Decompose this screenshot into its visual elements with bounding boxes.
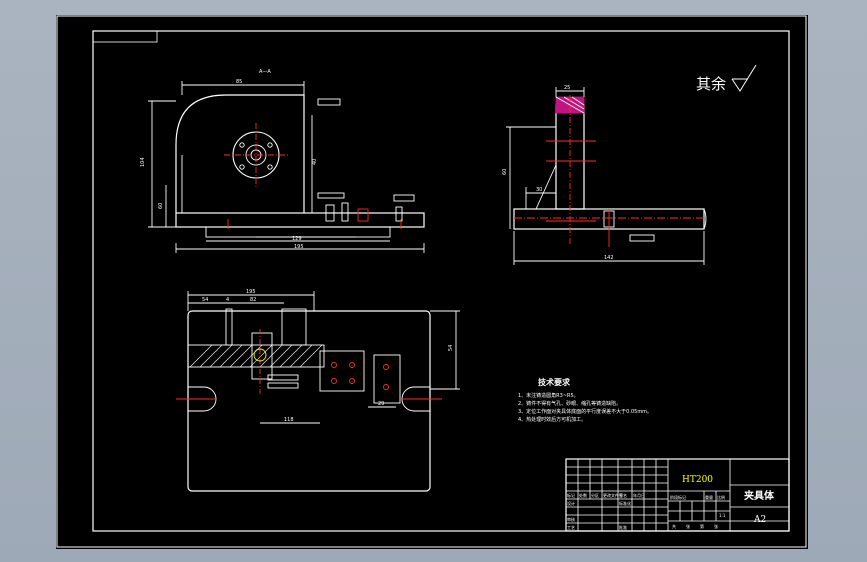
top-view-dims: 195 54 4 82 118 29 54 bbox=[202, 289, 454, 423]
svg-text:54: 54 bbox=[202, 297, 208, 303]
svg-text:142: 142 bbox=[604, 255, 614, 261]
svg-text:195: 195 bbox=[246, 289, 256, 295]
svg-text:25: 25 bbox=[564, 85, 570, 91]
tech-req-2: 2、铸件不得有气孔、砂眼、缩孔等铸造缺陷。 bbox=[518, 400, 621, 407]
front-view-dims: 85 104 60 40 129 195 bbox=[140, 79, 318, 250]
roughness-text: 其余 bbox=[696, 75, 726, 93]
svg-text:年月日: 年月日 bbox=[633, 492, 645, 498]
svg-text:60: 60 bbox=[502, 169, 508, 175]
front-view: A—A bbox=[148, 69, 425, 253]
section-label: A—A bbox=[259, 69, 271, 75]
svg-text:比例: 比例 bbox=[717, 494, 725, 500]
tech-req-1: 1、未注铸造圆角R3~R5。 bbox=[518, 392, 579, 399]
svg-text:4: 4 bbox=[226, 297, 229, 303]
svg-text:60: 60 bbox=[158, 203, 164, 209]
top-view bbox=[176, 291, 460, 492]
title-block bbox=[565, 458, 790, 532]
drawing-svg: 其余 A—A bbox=[56, 15, 807, 548]
technical-requirements: 技术要求 1、未注铸造圆角R3~R5。 2、铸件不得有气孔、砂眼、缩孔等铸造缺陷… bbox=[518, 377, 652, 423]
svg-text:195: 195 bbox=[294, 244, 304, 250]
svg-text:共: 共 bbox=[672, 523, 676, 529]
svg-text:第: 第 bbox=[700, 523, 704, 529]
svg-text:标准化: 标准化 bbox=[619, 500, 631, 506]
sheet-size: A2 bbox=[753, 515, 766, 525]
tech-req-4: 4、热处理时效后方可机加工。 bbox=[518, 416, 586, 423]
roughness-note: 其余 bbox=[696, 64, 757, 93]
svg-text:30: 30 bbox=[536, 187, 542, 193]
side-view-dims: 25 60 30 142 bbox=[502, 85, 614, 261]
svg-text:处数: 处数 bbox=[579, 492, 587, 498]
part-name: 夹具体 bbox=[744, 489, 775, 502]
svg-text:54: 54 bbox=[448, 345, 454, 351]
svg-text:分区: 分区 bbox=[591, 492, 599, 498]
svg-text:40: 40 bbox=[312, 159, 318, 165]
svg-text:129: 129 bbox=[292, 236, 302, 242]
svg-text:标记: 标记 bbox=[567, 492, 575, 498]
svg-text:85: 85 bbox=[236, 79, 242, 85]
svg-text:重量: 重量 bbox=[705, 494, 713, 500]
outer-frame bbox=[56, 15, 807, 548]
svg-text:设计: 设计 bbox=[567, 500, 575, 506]
svg-text:阶段标记: 阶段标记 bbox=[670, 494, 686, 500]
svg-text:82: 82 bbox=[250, 297, 256, 303]
tech-req-3: 3、定位工作面对夹具体底面的平行度误差不大于0.05mm。 bbox=[518, 408, 652, 415]
svg-text:张: 张 bbox=[714, 523, 718, 529]
inner-frame bbox=[92, 30, 790, 532]
svg-text:批准: 批准 bbox=[619, 524, 627, 530]
svg-text:工艺: 工艺 bbox=[567, 525, 575, 530]
svg-text:张: 张 bbox=[686, 523, 690, 529]
title-block-text: HT200 夹具体 A2 1:1 标记 处数 分区 更改文件号 签名 年月日 设… bbox=[567, 475, 775, 530]
roughness-symbol-icon bbox=[731, 64, 757, 92]
drawing-canvas[interactable]: 其余 A—A bbox=[56, 15, 808, 549]
side-view bbox=[506, 87, 707, 265]
corner-label-box bbox=[92, 30, 158, 43]
svg-text:118: 118 bbox=[284, 417, 294, 423]
svg-text:签名: 签名 bbox=[619, 492, 627, 498]
svg-text:104: 104 bbox=[140, 157, 146, 167]
tech-title: 技术要求 bbox=[538, 377, 571, 387]
svg-text:29: 29 bbox=[378, 401, 384, 407]
scale-value: 1:1 bbox=[719, 513, 726, 518]
material-text: HT200 bbox=[682, 475, 713, 485]
svg-text:更改文件号: 更改文件号 bbox=[603, 492, 623, 498]
svg-text:审核: 审核 bbox=[567, 516, 575, 522]
